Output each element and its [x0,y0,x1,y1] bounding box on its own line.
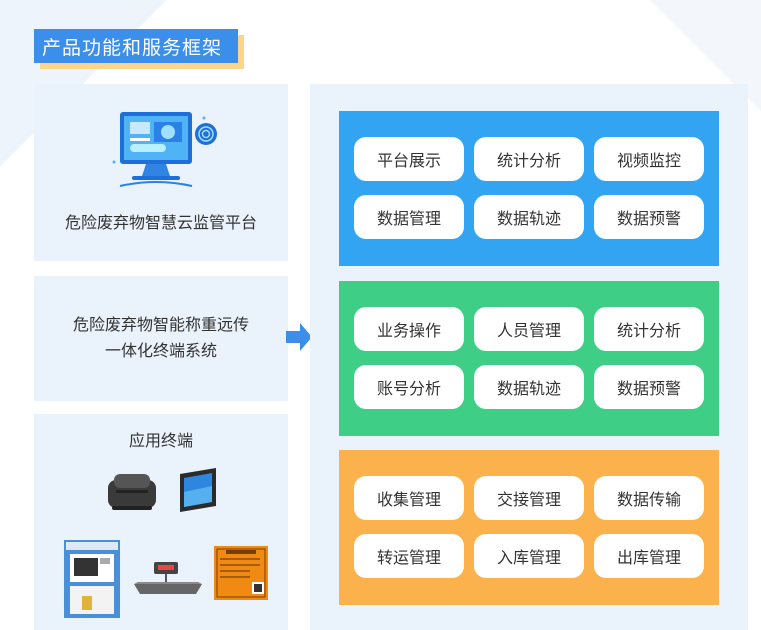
function-item[interactable]: 数据轨迹 [474,365,584,409]
function-item[interactable]: 数据预警 [594,365,704,409]
system-functions-group: 业务操作 人员管理 统计分析 账号分析 数据轨迹 数据预警 [339,281,719,436]
title-text: 产品功能和服务框架 [34,29,238,63]
function-item[interactable]: 收集管理 [354,476,464,520]
function-item[interactable]: 视频监控 [594,137,704,181]
section-title: 产品功能和服务框架 [34,29,244,69]
function-item[interactable]: 统计分析 [594,307,704,351]
floor-scale-icon [130,560,206,600]
function-item[interactable]: 入库管理 [474,534,584,578]
weighing-system-line2: 一体化终端系统 [34,338,288,364]
terminals-label: 应用终端 [34,428,288,454]
cloud-platform-card: 危险废弃物智慧云监管平台 [34,84,288,261]
weighing-system-label: 危险废弃物智能称重远传 一体化终端系统 [34,312,288,364]
terminal-functions-group: 收集管理 交接管理 数据传输 转运管理 入库管理 出库管理 [339,450,719,605]
function-item[interactable]: 人员管理 [474,307,584,351]
function-item[interactable]: 数据预警 [594,195,704,239]
platform-functions-group: 平台展示 统计分析 视频监控 数据管理 数据轨迹 数据预警 [339,111,719,266]
rugged-tablet-icon [170,466,220,516]
function-item[interactable]: 出库管理 [594,534,704,578]
function-item[interactable]: 业务操作 [354,307,464,351]
function-item[interactable]: 转运管理 [354,534,464,578]
weighing-system-line1: 危险废弃物智能称重远传 [34,312,288,338]
function-item[interactable]: 数据轨迹 [474,195,584,239]
weighing-system-card: 危险废弃物智能称重远传 一体化终端系统 [34,276,288,401]
function-item[interactable]: 平台展示 [354,137,464,181]
function-item[interactable]: 统计分析 [474,137,584,181]
function-item[interactable]: 数据管理 [354,195,464,239]
label-printer-icon [106,470,158,512]
terminals-card: 应用终端 [34,414,288,630]
right-arrow-icon [286,323,312,351]
function-item[interactable]: 交接管理 [474,476,584,520]
computer-monitor-icon [106,106,226,196]
function-item[interactable]: 账号分析 [354,365,464,409]
cloud-platform-label: 危险废弃物智慧云监管平台 [34,210,288,236]
function-item[interactable]: 数据传输 [594,476,704,520]
hazard-label-icon [212,544,270,602]
weighing-terminal-cabinet-icon [62,538,122,620]
